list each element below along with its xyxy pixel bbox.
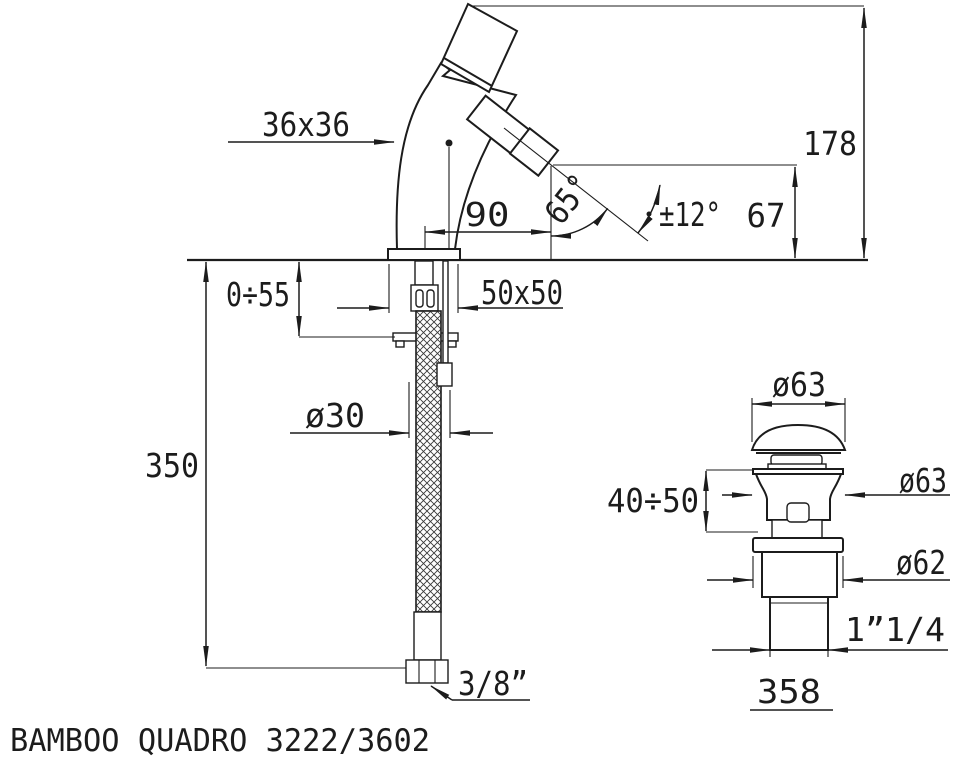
dim-spout-angle-arc <box>550 207 609 239</box>
body-center-point <box>445 139 453 147</box>
dim-pipe-thread: 1”1/4 <box>845 610 945 649</box>
drain-cylinder <box>761 551 838 598</box>
drain-flange <box>752 537 844 553</box>
drain-threaded-pipe <box>769 596 829 651</box>
nut-slot-left <box>415 289 424 308</box>
inlet-stem <box>414 260 434 286</box>
clamp-tab-right <box>447 340 457 348</box>
dim-spout-angle: 65° <box>537 166 600 231</box>
drain-part-code: 358 <box>757 672 821 711</box>
dim-spout-swivel: ±12° <box>659 195 721 234</box>
dim-spout-reach: 90 <box>465 195 510 234</box>
drain-overflow-window <box>786 502 810 523</box>
dim-body-section: 36x36 <box>262 105 350 144</box>
dim-mounting-thickness: 0÷55 <box>226 275 290 314</box>
drain-body <box>754 473 843 521</box>
handle-seam-line <box>443 57 493 87</box>
rod-nut-block <box>436 362 453 387</box>
base-plate <box>387 248 461 261</box>
spout-axis-line <box>503 127 649 242</box>
drain-cap-dome <box>750 423 847 451</box>
main-dimensions: 36x36 178 67 90 65° ±12° 0÷55 50x50 <box>145 5 867 703</box>
nut-slot-right <box>426 289 435 308</box>
dim-hose-thread: 3/8” <box>458 664 528 703</box>
dim-cap-diameter: ø63 <box>772 365 826 404</box>
drain-dimensions: ø63 40÷50 ø63 ø62 1”1/4 358 <box>607 365 950 711</box>
fixing-rod <box>442 260 449 364</box>
dim-hole-diameter: ø30 <box>305 396 365 435</box>
dim-spout-height: 67 <box>747 196 786 235</box>
handle-lever <box>439 2 519 94</box>
dim-flange-diameter: ø62 <box>896 543 946 582</box>
hose-hex-nut <box>405 659 449 684</box>
dim-top-diameter: ø63 <box>899 461 947 500</box>
supply-hose <box>415 310 442 613</box>
drawing-caption: BAMBOO QUADRO 3222/3602 <box>10 723 430 759</box>
dim-height-range: 40÷50 <box>607 481 699 520</box>
hose-ferrule <box>413 611 442 661</box>
swivel-pivot-dot <box>646 211 652 217</box>
dim-swivel-arc <box>637 184 661 234</box>
faucet-body-group <box>387 2 560 261</box>
clamp-tab-left <box>395 340 405 348</box>
below-deck-assembly <box>392 260 459 684</box>
dim-total-height: 178 <box>803 124 857 163</box>
drain-plug-view <box>750 423 847 651</box>
dim-hose-length: 350 <box>145 446 199 485</box>
hose-thread-leader-arrow <box>430 685 453 701</box>
dim-base-plate: 50x50 <box>481 273 563 312</box>
